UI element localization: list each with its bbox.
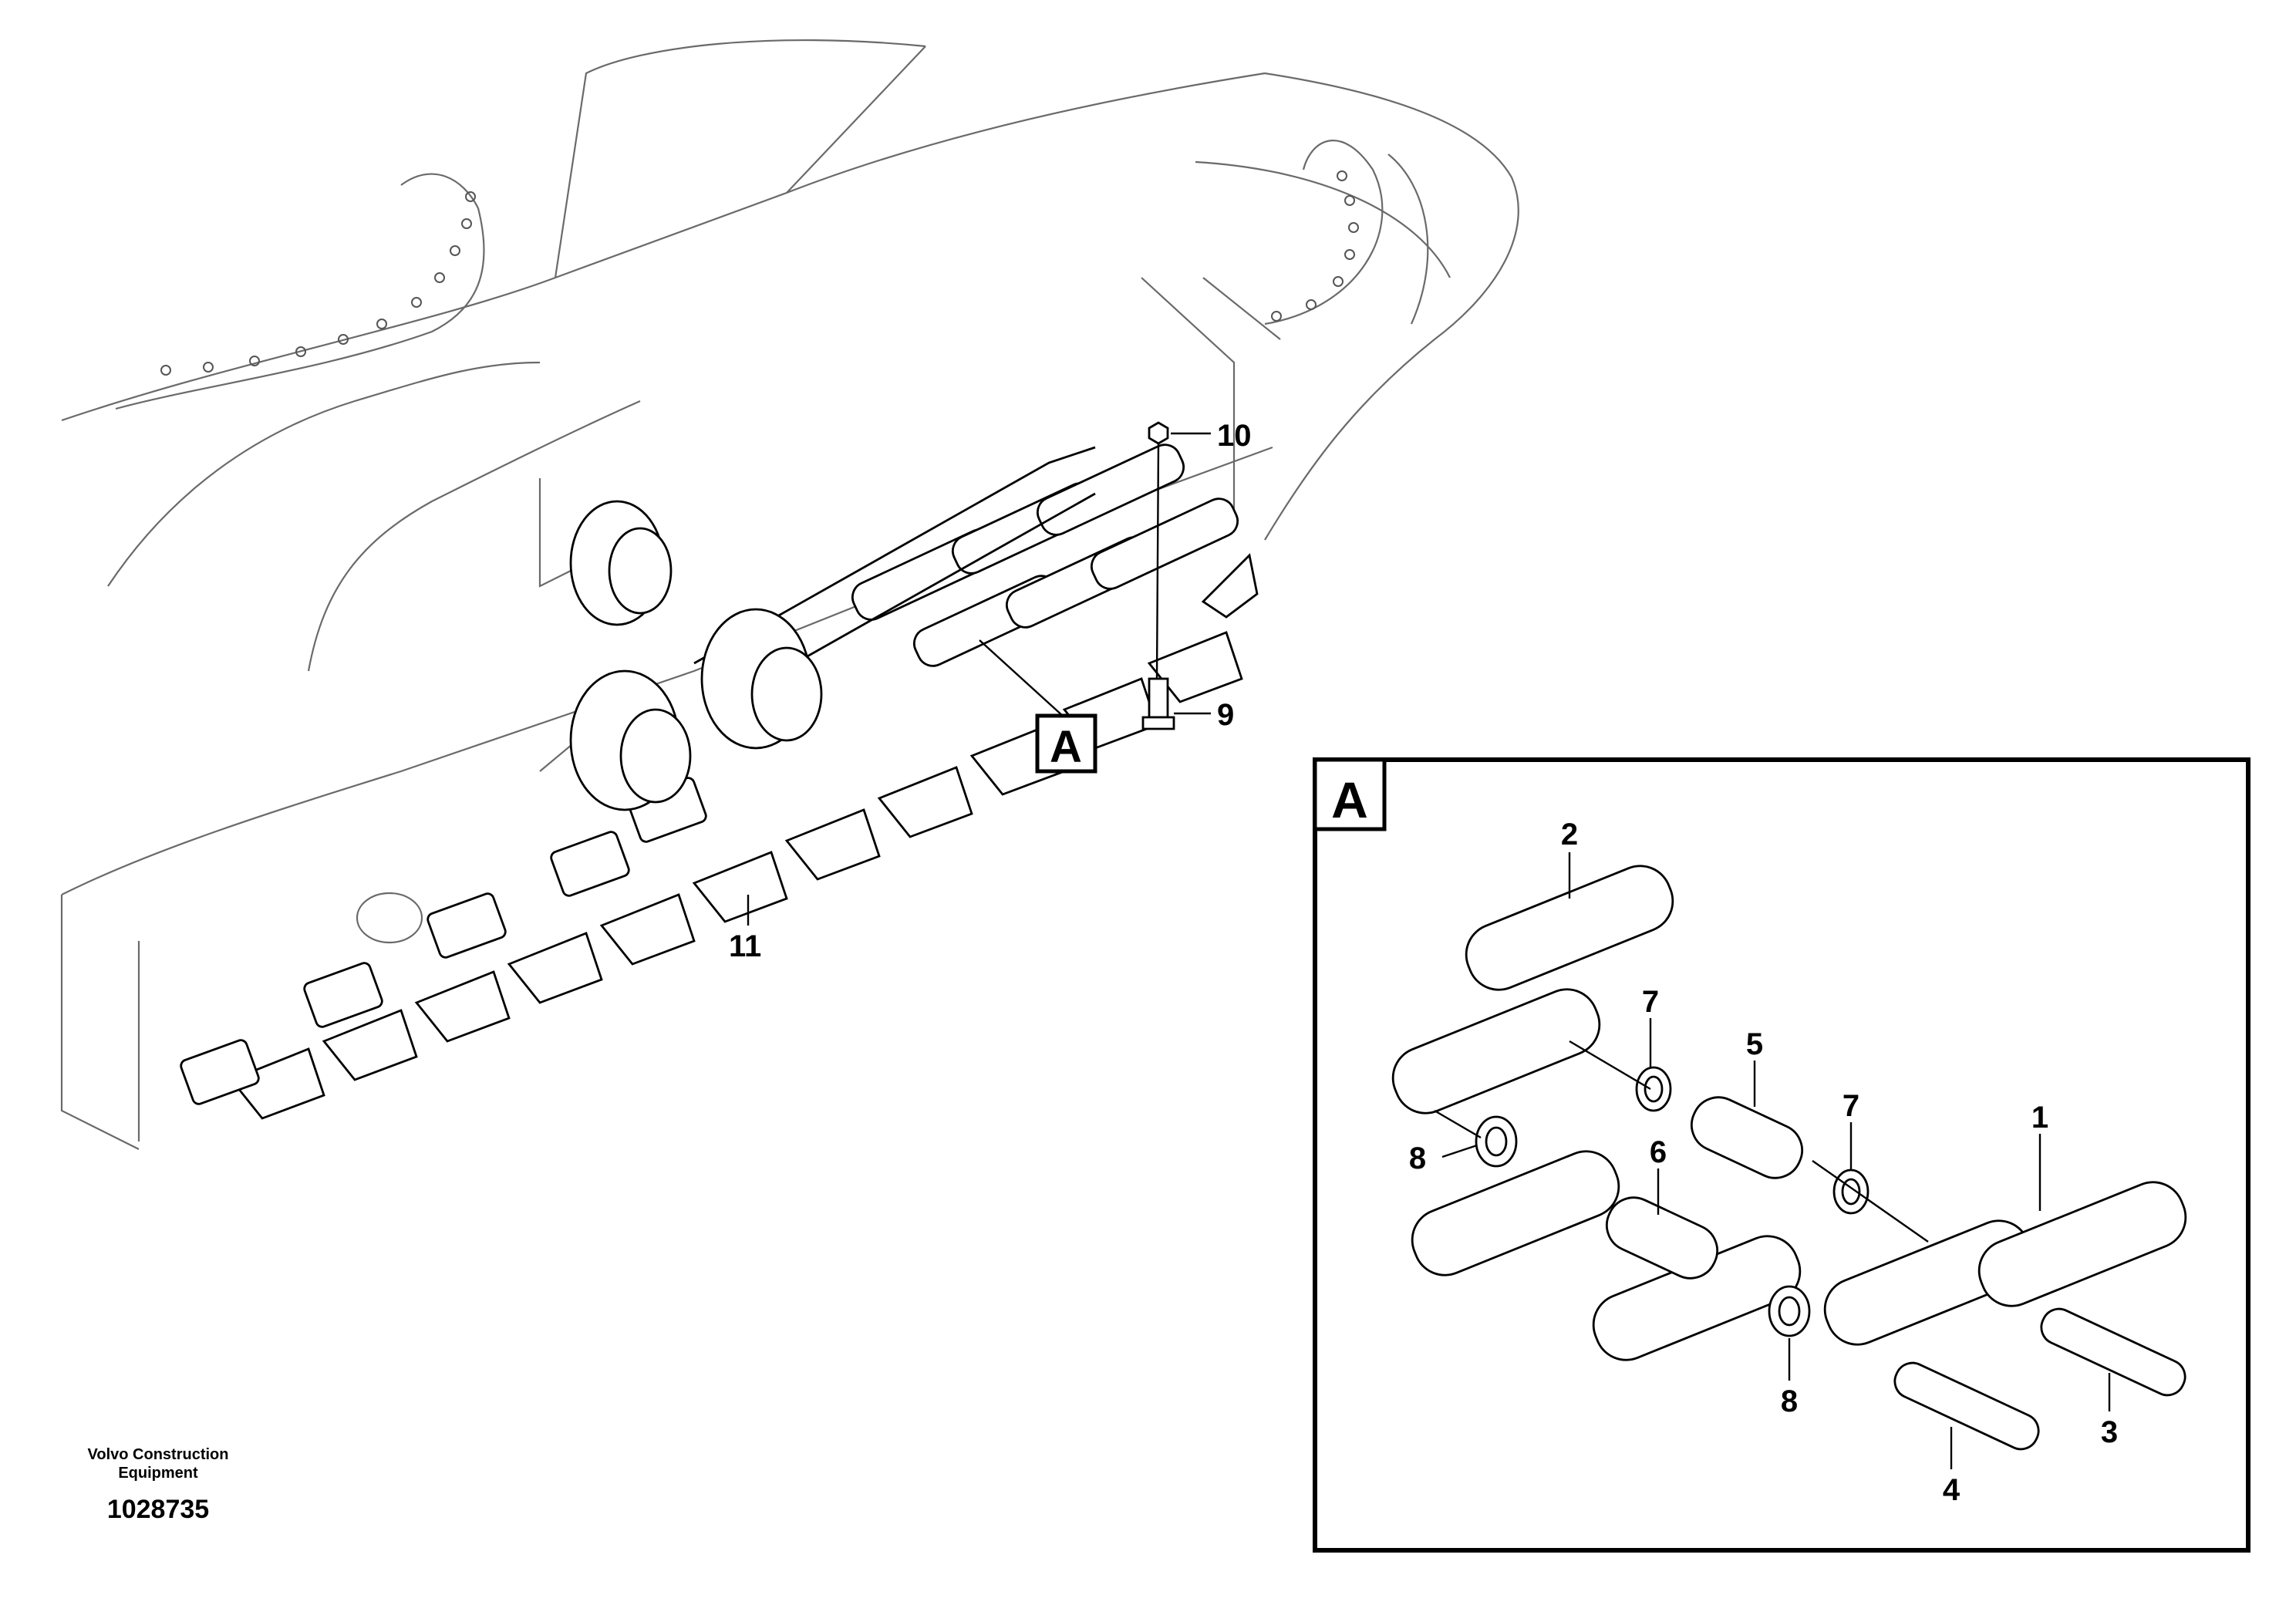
brand-line-2: Equipment bbox=[118, 1465, 198, 1482]
callout-1: 1 bbox=[2031, 1101, 2048, 1135]
undercarriage-frame-outline bbox=[60, 39, 1519, 1150]
callout-10: 10 bbox=[1217, 419, 1252, 453]
detail-panel-title: A bbox=[1331, 771, 1368, 828]
detail-marker-a[interactable]: A bbox=[1035, 713, 1097, 774]
bolt-and-nut bbox=[1141, 421, 1175, 730]
main-leaders bbox=[747, 432, 1211, 926]
callout-8-left: 8 bbox=[1409, 1141, 1426, 1175]
callout-8-bottom: 8 bbox=[1781, 1384, 1798, 1418]
callout-7-left: 7 bbox=[1642, 985, 1659, 1019]
track-links bbox=[180, 443, 1239, 1105]
callout-3: 3 bbox=[2101, 1415, 2118, 1449]
wheel-bolt-holes bbox=[160, 170, 1359, 376]
callout-7-right: 7 bbox=[1843, 1089, 1859, 1123]
callout-2: 2 bbox=[1561, 818, 1578, 851]
detail-leaders bbox=[1441, 852, 2111, 1469]
callout-9: 9 bbox=[1217, 698, 1234, 732]
callout-6: 6 bbox=[1650, 1135, 1667, 1169]
detail-marker-label: A bbox=[1050, 722, 1082, 772]
callout-11: 11 bbox=[729, 929, 761, 963]
callout-5: 5 bbox=[1746, 1027, 1763, 1061]
callout-4: 4 bbox=[1943, 1473, 1961, 1507]
detail-parts bbox=[1391, 865, 2187, 1451]
drawing-number: 1028735 bbox=[107, 1495, 209, 1524]
track-rollers bbox=[569, 500, 823, 811]
brand-line-1: Volvo Construction bbox=[88, 1446, 229, 1463]
